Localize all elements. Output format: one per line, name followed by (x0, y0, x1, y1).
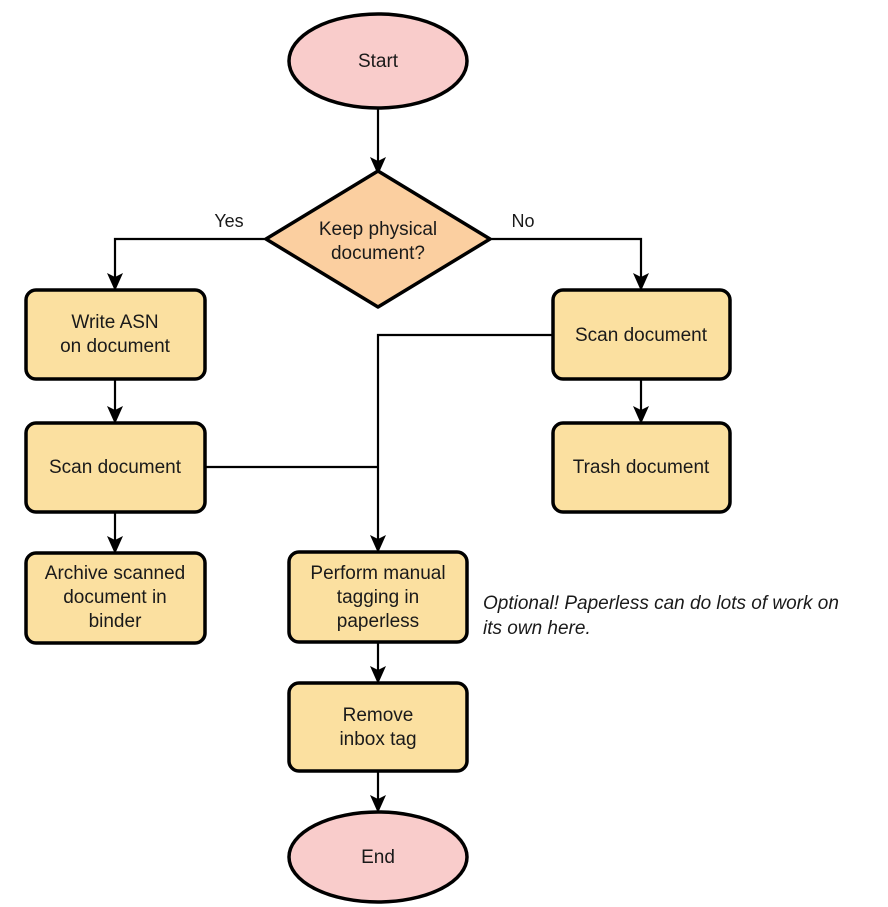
edge-decision-no-to-scan-right (490, 237, 649, 291)
node-scan-document-right[interactable]: Scan document (551, 288, 732, 381)
node-remove-inbox-label-line1: Remove (343, 705, 414, 726)
node-end-label: End (361, 847, 395, 868)
edge-decision-yes-to-write-asn (107, 237, 266, 291)
node-archive-label-line3: binder (89, 611, 142, 632)
node-decision-keep-physical-document[interactable]: Keep physical document? (264, 169, 492, 309)
edge-write-asn-to-scan-left (107, 379, 123, 424)
node-archive-label-line1: Archive scanned (45, 563, 185, 584)
edge-tagging-to-remove-inbox (370, 642, 386, 684)
node-perform-manual-tagging-in-paperless[interactable]: Perform manual tagging in paperless (287, 550, 469, 644)
edge-scan-right-to-trash (633, 379, 649, 424)
node-write-asn-on-document[interactable]: Write ASN on document (24, 288, 207, 381)
node-trash-label: Trash document (573, 457, 710, 478)
edge-scan-left-to-archive (107, 512, 123, 554)
node-end[interactable]: End (287, 810, 469, 904)
node-decision-label-line1: Keep physical (319, 219, 437, 240)
edge-remove-inbox-to-end (370, 771, 386, 813)
edge-label-yes: Yes (214, 211, 243, 231)
node-tagging-label-line1: Perform manual (310, 563, 445, 584)
node-tagging-label-line2: tagging in (337, 587, 419, 608)
annotation-optional-note: Optional! Paperless can do lots of work … (483, 593, 839, 639)
node-write-asn-label-line2: on document (60, 336, 171, 357)
node-tagging-label-line3: paperless (337, 611, 419, 632)
node-scan-right-label: Scan document (575, 325, 708, 346)
node-remove-inbox-label-line2: inbox tag (339, 729, 416, 750)
node-start[interactable]: Start (287, 12, 469, 110)
node-write-asn-label-line1: Write ASN (71, 312, 158, 333)
annotation-optional-note-line2: its own here. (483, 618, 591, 639)
node-remove-inbox-tag[interactable]: Remove inbox tag (287, 681, 469, 773)
node-trash-document[interactable]: Trash document (551, 421, 732, 514)
edge-scan-right-to-tagging (370, 333, 553, 553)
node-archive-label-line2: document in (63, 587, 167, 608)
node-decision-label-line2: document? (331, 243, 425, 264)
node-start-label: Start (358, 51, 399, 72)
node-scan-document-left[interactable]: Scan document (24, 421, 207, 514)
edge-start-to-decision (370, 108, 386, 175)
node-scan-left-label: Scan document (49, 457, 182, 478)
node-archive-scanned-document-in-binder[interactable]: Archive scanned document in binder (24, 551, 207, 645)
edge-label-no: No (511, 211, 534, 231)
annotation-optional-note-line1: Optional! Paperless can do lots of work … (483, 593, 839, 614)
